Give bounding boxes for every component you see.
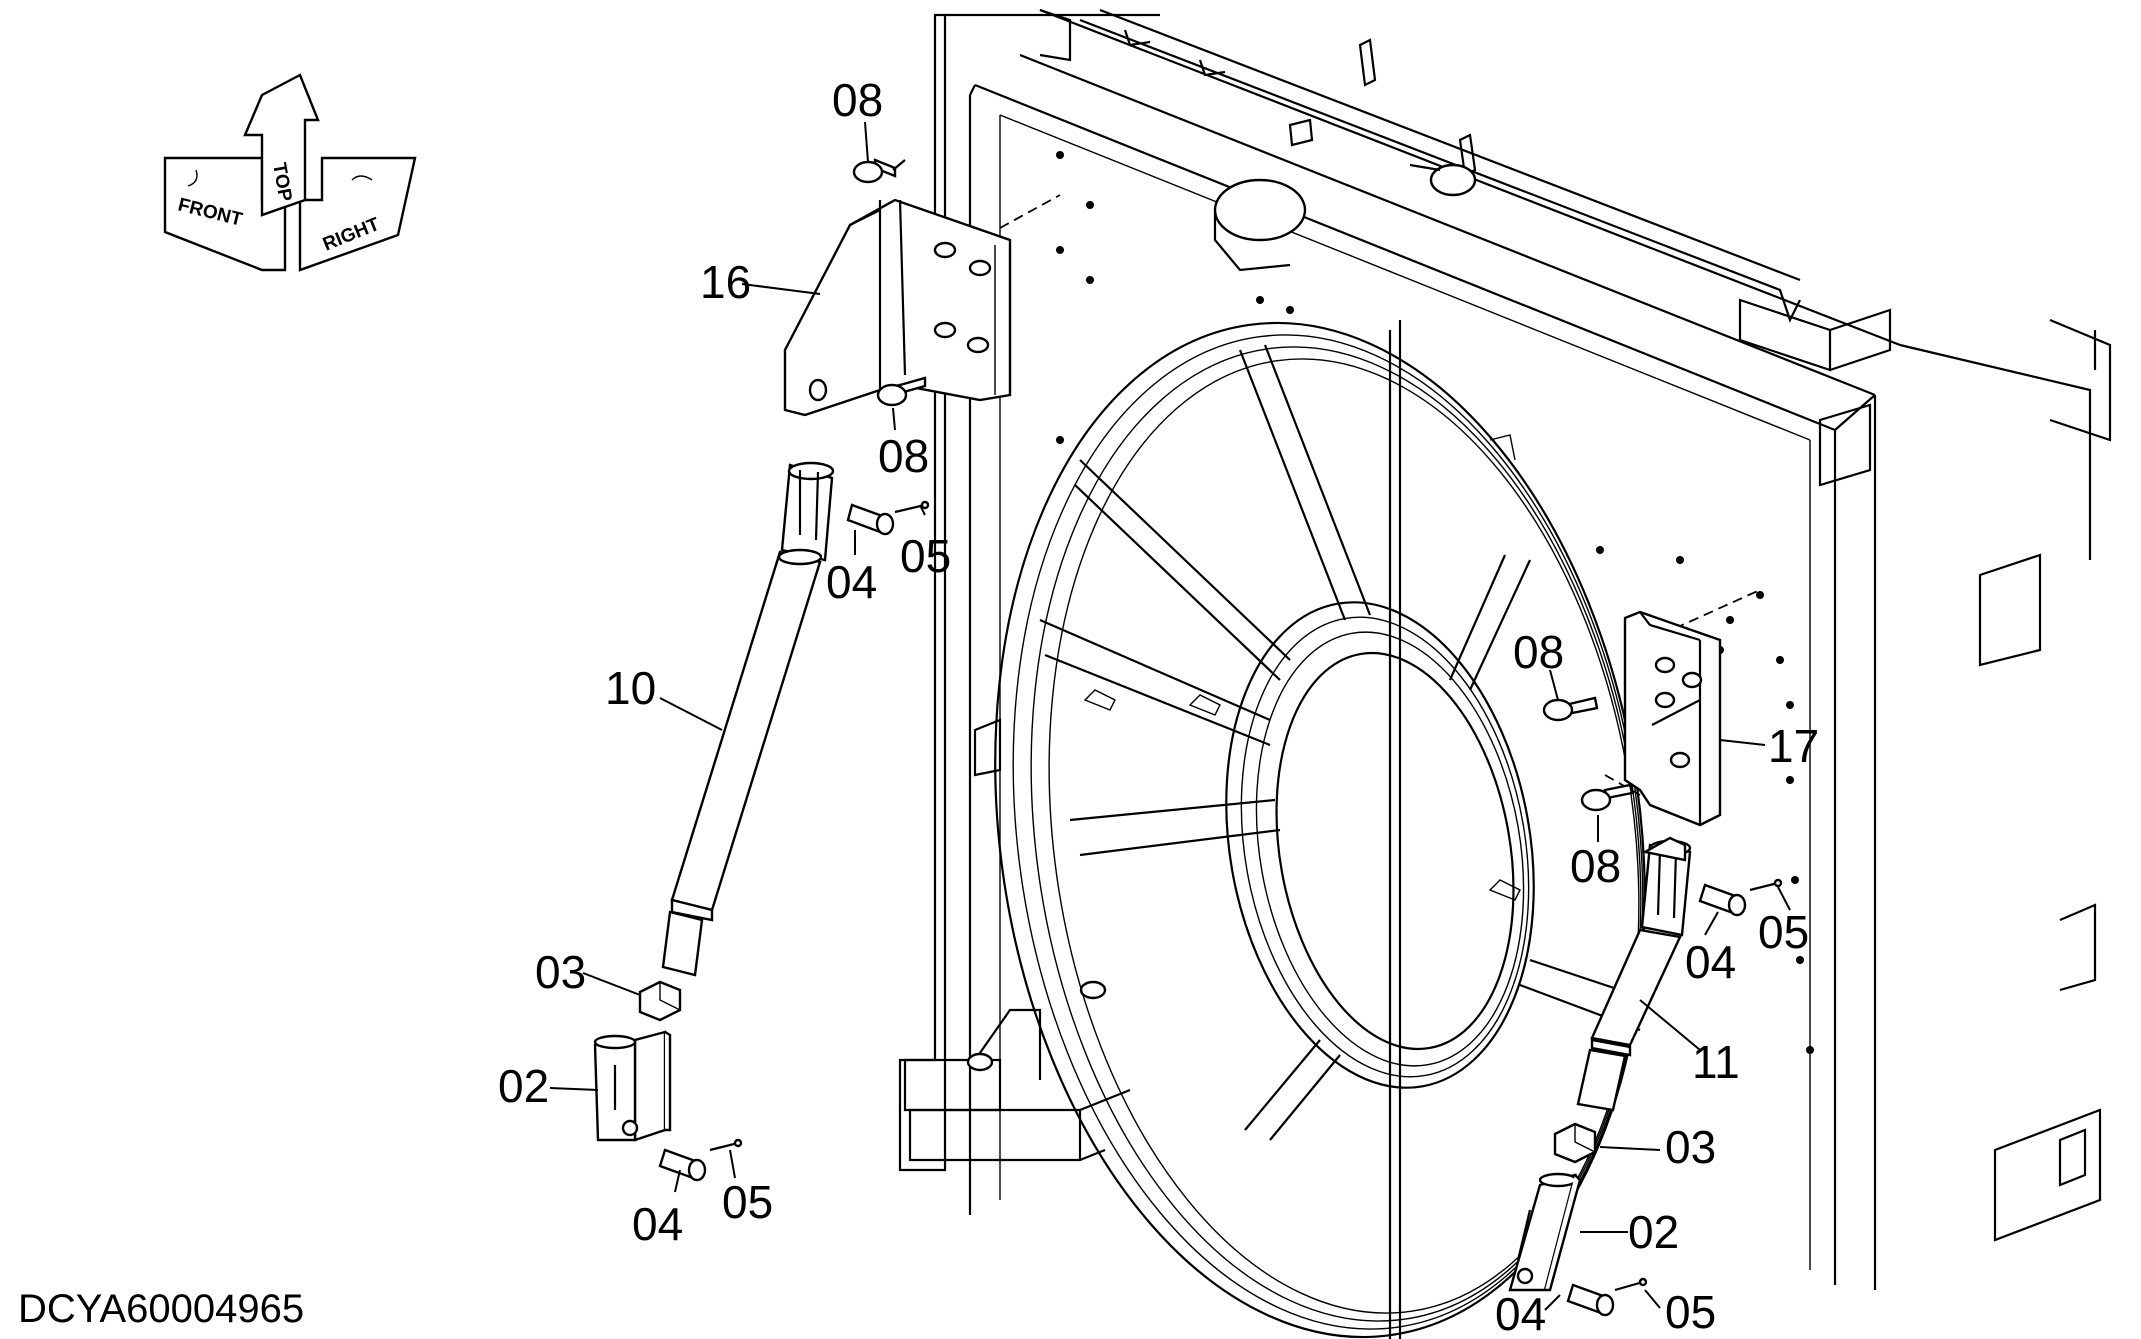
drawing-code: DCYA60004965 [18,1287,304,1331]
bolt-08-left-bracket [876,376,927,407]
clevis-upper-right [1641,836,1687,862]
callout-02-right: 02 [1628,1206,1679,1258]
callout-11: 11 [1692,1036,1740,1088]
nut-03-left [638,980,682,1022]
pin-04-lower-right [1566,1283,1615,1317]
callout-05-lower-right: 05 [1665,1286,1716,1338]
callout-04-lower-right: 04 [1495,1288,1546,1339]
pin-04-lower-left [658,1148,707,1182]
callout-03-left: 03 [535,946,586,998]
callout-04-upper-left: 04 [826,556,877,608]
callout-03-right: 03 [1665,1121,1716,1173]
clevis-02-right [1508,1172,1582,1292]
callout-17: 17 [1768,720,1819,772]
bolt-08-top [852,158,906,184]
callout-08-top: 08 [832,74,883,126]
radiator-frame [898,8,2112,1290]
callout-05-lower-left: 05 [722,1176,773,1228]
bracket-16 [783,198,1012,417]
callout-10: 10 [605,662,656,714]
callout-04-lower-left: 04 [632,1198,683,1250]
callout-05-upper-left: 05 [900,530,951,582]
clevis-02-left [593,1030,672,1142]
callout-08-left-bracket: 08 [878,430,929,482]
cotter-05-lower-left [709,1138,743,1152]
callout-08-right-upper: 08 [1513,626,1564,678]
callout-labels: 08 16 08 04 05 10 03 02 04 05 08 17 08 0… [498,74,1819,1339]
cotter-05-lower-right [1614,1277,1648,1292]
callout-04-upper-right: 04 [1685,936,1736,988]
bolt-08-right-upper [1542,696,1599,722]
pin-04-upper-left [846,503,895,536]
callout-08-right-lower: 08 [1570,840,1621,892]
rod-10 [661,461,835,977]
orientation-indicator: FRONT TOP RIGHT [163,73,417,272]
leader-lines [549,121,1791,1311]
bracket-17 [1623,610,1722,827]
cotter-05-upper-right [1749,878,1783,892]
callout-02-left: 02 [498,1060,549,1112]
bolt-08-right-lower [1580,783,1634,812]
frame-holes [1056,151,1814,1054]
pin-04-upper-right [1698,883,1747,917]
callout-05-upper-right: 05 [1758,906,1809,958]
rod-11 [1576,839,1692,1112]
nut-03-right [1553,1122,1597,1164]
callout-16: 16 [700,256,751,308]
